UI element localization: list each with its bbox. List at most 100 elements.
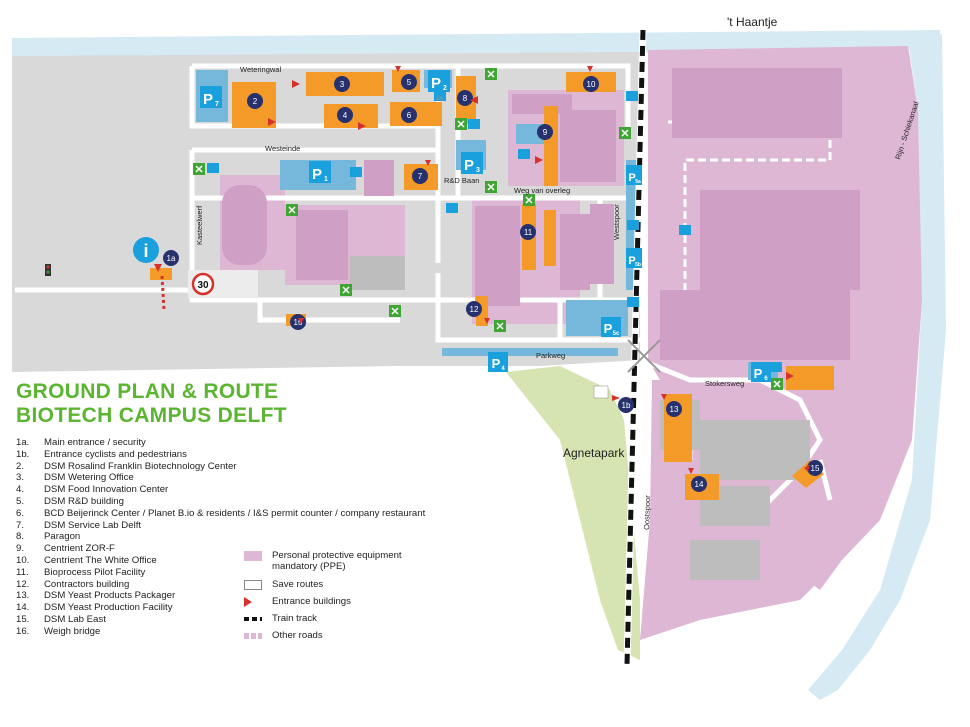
- legend-item-number: 2.: [16, 460, 25, 472]
- pink-buildings: [222, 68, 860, 360]
- building-marker-1b: 1b: [618, 397, 634, 413]
- svg-text:P: P: [492, 356, 501, 371]
- svg-text:4: 4: [343, 111, 348, 120]
- building-marker-9: 9: [537, 124, 553, 140]
- svg-text:P: P: [628, 172, 635, 184]
- map-key-label: Personal protective equipment mandatory …: [272, 550, 402, 572]
- legend-item-number: 5.: [16, 495, 25, 507]
- map-key-label: Train track: [272, 613, 317, 624]
- svg-text:6: 6: [764, 376, 768, 382]
- legend-item-label: DSM Wetering Office: [44, 472, 134, 484]
- svg-text:P: P: [628, 255, 635, 267]
- legend-item-label: DSM Food Innovation Center: [44, 484, 169, 496]
- building-marker-12: 12: [466, 301, 482, 317]
- legend-item: 3.DSM Wetering Office: [16, 472, 425, 484]
- legend-item-number: 6.: [16, 507, 25, 519]
- legend-item: 6. BCD Beijerinck Center / Planet B.io & …: [16, 508, 425, 520]
- legend-item-number: 12.: [16, 578, 30, 590]
- bicycle-icon: [207, 163, 219, 173]
- map-key-label: Other roads: [272, 630, 323, 641]
- place-agnetapark: Agnetapark: [563, 446, 625, 460]
- building-marker-7: 7: [412, 168, 428, 184]
- traffic-light-icon: [45, 264, 51, 276]
- railway-crossing: [627, 339, 661, 373]
- map-key-label: Save routes: [272, 579, 324, 590]
- building-marker-5: 5: [401, 74, 417, 90]
- building-marker-15: 15: [807, 460, 823, 476]
- legend-item: 9.Centrient ZOR-F: [16, 543, 425, 555]
- legend-item: 5. DSM R&D building: [16, 496, 425, 508]
- legend-item-label: Contractors building: [44, 578, 130, 590]
- legend-item-number: 10.: [16, 554, 30, 566]
- building-marker-11: 11: [520, 224, 536, 240]
- svg-text:3: 3: [340, 80, 345, 89]
- svg-text:P: P: [203, 91, 213, 108]
- svg-text:5c: 5c: [613, 331, 620, 337]
- building-marker-3: 3: [334, 76, 350, 92]
- bicycle-icon: 🚲: [434, 91, 446, 101]
- bicycle-icon: [468, 119, 480, 129]
- map-title: GROUND PLAN & ROUTE BIOTECH CAMPUS DELFT: [16, 380, 287, 428]
- legend-item-number: 8.: [16, 531, 25, 543]
- legend-item: 14. DSM Yeast Production Facility: [16, 602, 425, 614]
- map-title-line2: BIOTECH CAMPUS DELFT: [16, 404, 287, 427]
- street-oostspoor: Oostspoor: [642, 495, 652, 530]
- legend-item-label: Paragon: [44, 531, 81, 543]
- pedestrian-cyclist-icon: [593, 385, 609, 399]
- street-kasteelwerf: Kasteelwerf: [195, 205, 204, 245]
- building-marker-16: 16: [290, 314, 306, 330]
- street-weg-van-overleg: Weg van overleg: [514, 186, 570, 195]
- street-stokersweg: Stokersweg: [705, 379, 744, 388]
- pedestrian-cyclist-icon: [431, 263, 443, 273]
- street-weteringwal: Weteringwal: [240, 65, 281, 74]
- map-title-line1: GROUND PLAN & ROUTE: [16, 380, 279, 403]
- svg-text:10: 10: [587, 80, 596, 89]
- svg-text:P: P: [464, 157, 474, 174]
- info-icon: i: [133, 237, 159, 263]
- svg-text:2: 2: [443, 85, 447, 92]
- other-roads-swatch: [244, 633, 262, 639]
- legend-item-number: 14.: [16, 602, 30, 614]
- svg-text:P: P: [604, 321, 613, 336]
- svg-text:2: 2: [253, 97, 258, 106]
- rijn-schiekanaal: [808, 34, 946, 700]
- svg-text:6: 6: [407, 111, 412, 120]
- legend-item: 13.DSM Yeast Products Packager: [16, 590, 425, 602]
- place-haantje: 't Haantje: [727, 15, 778, 29]
- legend-item: 1a.Main entrance / security: [16, 437, 425, 449]
- svg-text:5b: 5b: [635, 262, 641, 268]
- train-track: [624, 29, 646, 666]
- legend-item-number: 7.: [16, 519, 25, 531]
- svg-text:13: 13: [670, 405, 679, 414]
- ppe-area-swatch: [244, 551, 262, 561]
- agnetapark: [506, 366, 640, 660]
- legend-item: 2.DSM Rosalind Franklin Biotechnology Ce…: [16, 461, 425, 473]
- street-westeinde: Westeinde: [265, 144, 300, 153]
- legend-item-label: DSM R&D building: [44, 495, 124, 507]
- svg-text:P: P: [431, 75, 441, 92]
- svg-text:7: 7: [215, 101, 219, 108]
- svg-text:1: 1: [324, 176, 328, 183]
- svg-text:12: 12: [470, 305, 479, 314]
- svg-text:15: 15: [811, 464, 820, 473]
- street-westspoor: Westspoor: [612, 204, 621, 240]
- legend-item-label: Bioprocess Pilot Facility: [44, 566, 146, 578]
- street-rd-baan: R&D Baan: [444, 176, 479, 185]
- legend-item-number: 1b.: [16, 448, 30, 460]
- building-marker-6: 6: [401, 107, 417, 123]
- legend-item-label: DSM Lab East: [44, 613, 106, 625]
- svg-text:5a: 5a: [635, 179, 641, 185]
- entrance-arrows: [154, 66, 810, 474]
- emergency-icon-marks: [195, 70, 781, 388]
- legend-item-label: BCD Beijerinck Center / Planet B.io & re…: [44, 507, 426, 519]
- legend-item-label: DSM Yeast Production Facility: [44, 602, 173, 614]
- svg-text:i: i: [143, 241, 148, 261]
